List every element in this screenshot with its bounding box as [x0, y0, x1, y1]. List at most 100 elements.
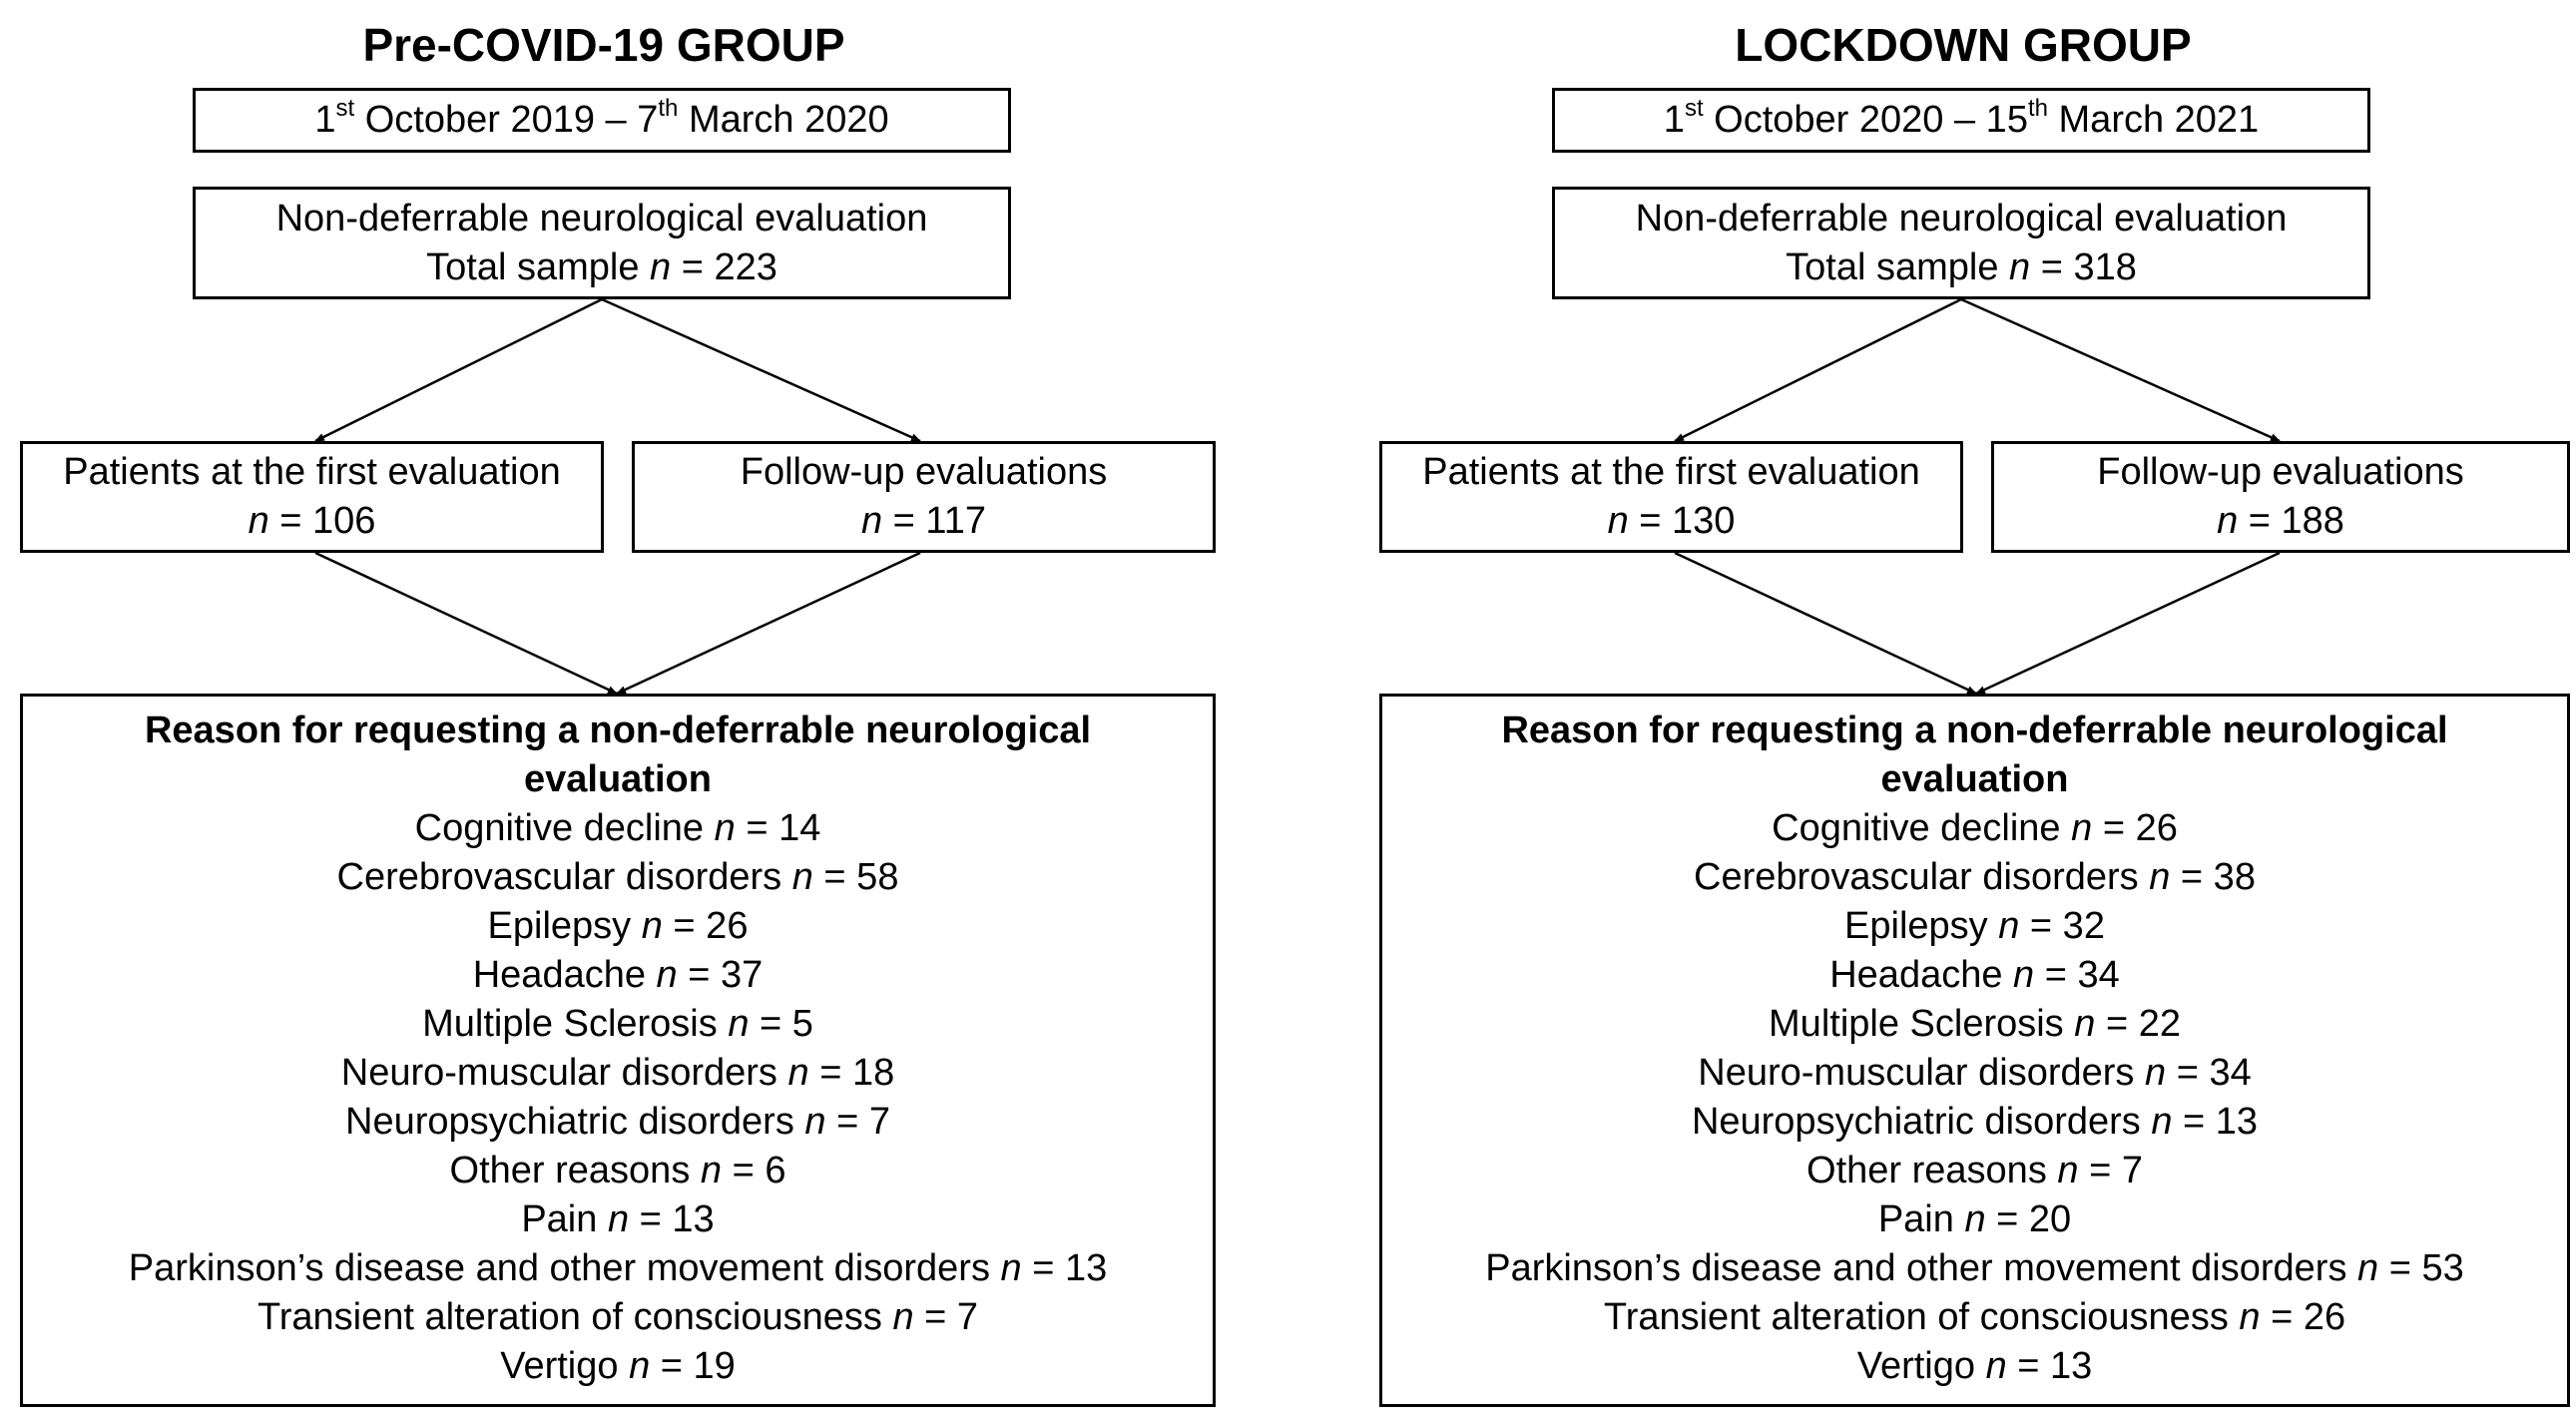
reason-label: Epilepsy [1844, 905, 1999, 947]
reasons-heading-line-2: evaluation [1880, 758, 2069, 800]
reason-count: = 13 [2006, 1345, 2093, 1387]
reason-count: = 6 [722, 1150, 786, 1191]
reason-count: = 7 [2078, 1150, 2143, 1191]
reason-label: Transient alteration of consciousness [1603, 1296, 2240, 1338]
reason-label: Neuro-muscular disorders [340, 1052, 788, 1094]
reason-n-symbol: n [787, 1052, 809, 1094]
first-evaluation-label: Patients at the first evaluation [63, 451, 561, 493]
reason-label: Headache [1829, 954, 2014, 996]
follow-up-box-pre-covid: Follow-up evaluations n = 117 [632, 441, 1216, 553]
arrow-first-to-reasons-right [1674, 551, 1977, 696]
reason-item: Pain n = 13 [521, 1195, 714, 1244]
reason-label: Cognitive decline [1772, 807, 2072, 849]
reason-count: = 58 [812, 856, 899, 898]
reason-label: Transient alteration of consciousness [257, 1296, 893, 1338]
reason-n-symbol: n [2145, 1052, 2167, 1094]
reason-label: Other reasons [449, 1150, 701, 1191]
reason-item: Multiple Sclerosis n = 5 [422, 1000, 813, 1049]
reason-n-symbol: n [1985, 1345, 2007, 1387]
reason-count: = 53 [2378, 1247, 2464, 1289]
reason-label: Multiple Sclerosis [1769, 1003, 2075, 1045]
reason-count: = 22 [2095, 1003, 2181, 1045]
arrow-total-to-followup-right [1960, 297, 2281, 443]
reason-n-symbol: n [728, 1003, 750, 1045]
period-box-lockdown: 1st October 2020 – 15th March 2021 [1552, 88, 2370, 153]
reason-count: = 34 [2034, 954, 2120, 996]
reason-n-symbol: n [1964, 1198, 1986, 1240]
arrow-total-to-followup-left [601, 297, 921, 443]
reason-label: Vertigo [500, 1345, 630, 1387]
follow-up-label: Follow-up evaluations [2097, 451, 2464, 493]
group-title-lockdown: LOCKDOWN GROUP [1735, 19, 2192, 71]
reason-label: Neuropsychiatric disorders [1691, 1101, 2152, 1143]
reason-item: Epilepsy n = 26 [488, 902, 749, 951]
reason-count: = 13 [2172, 1101, 2259, 1143]
first-evaluation-count: n = 106 [248, 500, 376, 542]
reason-item: Neuro-muscular disorders n = 34 [1698, 1049, 2251, 1098]
reason-label: Pain [1877, 1198, 1965, 1240]
reason-item: Parkinson’s disease and other movement d… [129, 1244, 1107, 1293]
reason-n-symbol: n [2013, 954, 2035, 996]
reason-label: Cognitive decline [414, 807, 715, 849]
reason-count: = 38 [2170, 856, 2256, 898]
reason-item: Vertigo n = 13 [1857, 1342, 2093, 1391]
reason-n-symbol: n [791, 856, 813, 898]
reason-n-symbol: n [2239, 1296, 2261, 1338]
reasons-box-pre-covid: Reason for requesting a non-deferrable n… [20, 694, 1216, 1407]
reason-n-symbol: n [656, 954, 678, 996]
reason-n-symbol: n [2149, 856, 2171, 898]
reason-label: Neuro-muscular disorders [1698, 1052, 2145, 1094]
reason-item: Multiple Sclerosis n = 22 [1769, 1000, 2181, 1049]
reason-item: Other reasons n = 6 [450, 1147, 786, 1195]
reason-n-symbol: n [714, 807, 736, 849]
arrow-followup-to-reasons-right [1975, 551, 2281, 696]
reason-count: = 7 [913, 1296, 979, 1338]
total-sample-box-pre-covid: Non-deferrable neurological evaluation T… [193, 187, 1011, 299]
reason-item: Cerebrovascular disorders n = 38 [1694, 853, 2256, 902]
reason-label: Epilepsy [487, 905, 642, 947]
reason-count: = 20 [1985, 1198, 2072, 1240]
reason-n-symbol: n [2357, 1247, 2379, 1289]
reason-n-symbol: n [1998, 905, 2020, 947]
reason-item: Vertigo n = 19 [500, 1342, 736, 1391]
reason-count: = 32 [2019, 905, 2105, 947]
reason-item: Other reasons n = 7 [1806, 1147, 2143, 1195]
reason-item: Neuropsychiatric disorders n = 13 [1692, 1098, 2258, 1147]
reason-item: Parkinson’s disease and other movement d… [1485, 1244, 2463, 1293]
reason-item: Neuro-muscular disorders n = 18 [341, 1049, 894, 1098]
reason-count: = 19 [650, 1345, 736, 1387]
reason-n-symbol: n [804, 1101, 826, 1143]
reasons-heading-line-2: evaluation [524, 758, 712, 800]
reason-count: = 26 [2260, 1296, 2346, 1338]
total-line-2: Total sample n = 223 [426, 245, 777, 288]
reason-n-symbol: n [2151, 1101, 2173, 1143]
arrow-total-to-first-right [1674, 297, 1962, 443]
reason-label: Pain [521, 1198, 608, 1240]
reason-item: Transient alteration of consciousness n … [258, 1293, 978, 1342]
period-box-pre-covid: 1st October 2019 – 7th March 2020 [193, 88, 1011, 153]
reason-count: = 13 [629, 1198, 715, 1240]
reason-label: Headache [472, 954, 657, 996]
reason-item: Pain n = 20 [1878, 1195, 2071, 1244]
period-text: 1st October 2020 – 15th March 2021 [1663, 95, 2260, 141]
reason-item: Headache n = 34 [1829, 951, 2120, 1000]
reason-count: = 5 [749, 1003, 813, 1045]
group-title-pre-covid: Pre-COVID-19 GROUP [362, 19, 845, 71]
reason-label: Parkinson’s disease and other movement d… [1485, 1247, 2358, 1289]
reason-n-symbol: n [1000, 1247, 1022, 1289]
reason-n-symbol: n [2071, 807, 2093, 849]
arrow-followup-to-reasons-left [616, 551, 921, 696]
total-line-2: Total sample n = 318 [1786, 245, 2137, 288]
reason-count: = 7 [825, 1101, 890, 1143]
first-evaluation-box-pre-covid: Patients at the first evaluation n = 106 [20, 441, 604, 553]
reason-n-symbol: n [700, 1150, 723, 1191]
reason-n-symbol: n [892, 1296, 914, 1338]
reason-label: Multiple Sclerosis [422, 1003, 729, 1045]
total-sample-box-lockdown: Non-deferrable neurological evaluation T… [1552, 187, 2370, 299]
reason-n-symbol: n [2057, 1150, 2079, 1191]
follow-up-count: n = 117 [860, 500, 987, 542]
follow-up-count: n = 188 [2217, 500, 2344, 542]
reason-item: Headache n = 37 [473, 951, 764, 1000]
follow-up-box-lockdown: Follow-up evaluations n = 188 [1991, 441, 2570, 553]
